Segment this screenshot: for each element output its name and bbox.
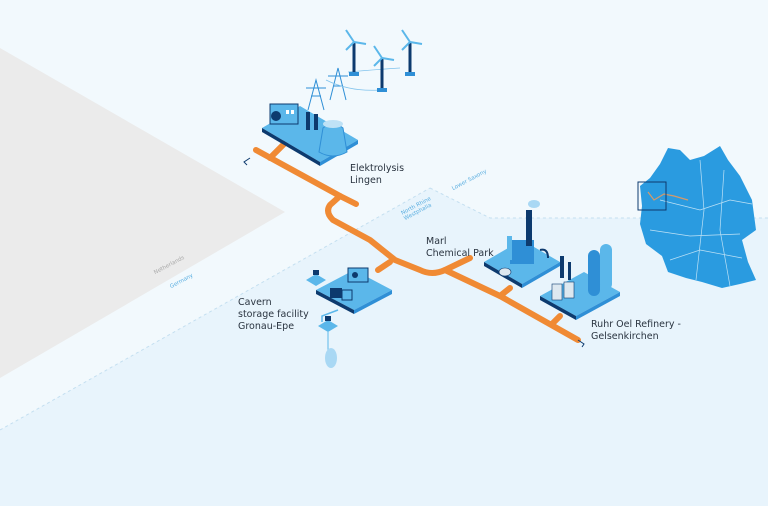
marl-label: Marl Chemical Park <box>426 236 494 259</box>
germany-inset-map <box>637 146 756 288</box>
wind-turbine <box>345 29 367 76</box>
ruhr-oel-refinery <box>540 244 620 320</box>
inset-pipeline-route <box>647 191 689 201</box>
germany-map-shape <box>640 146 756 288</box>
marl-chemical-park <box>484 200 560 288</box>
wind-turbine <box>373 45 395 92</box>
elektrolysis-label: Elektrolysis Lingen <box>350 163 405 186</box>
wind-turbines <box>345 29 423 92</box>
pipeline-start-valve <box>243 157 251 166</box>
cavern-label: Cavern storage facility Gronau-Epe <box>238 297 309 332</box>
country-border-line <box>0 187 431 431</box>
elektrolysis-facility <box>262 67 401 166</box>
pipeline-end-valve <box>577 339 585 348</box>
inset-highlight-box <box>637 181 667 211</box>
cavern-storage-facility <box>306 267 392 368</box>
wind-turbine <box>401 29 423 76</box>
refinery-label: Ruhr Oel Refinery - Gelsenkirchen <box>591 319 681 342</box>
netherlands-zone <box>0 48 285 378</box>
germany-zone <box>0 188 768 506</box>
